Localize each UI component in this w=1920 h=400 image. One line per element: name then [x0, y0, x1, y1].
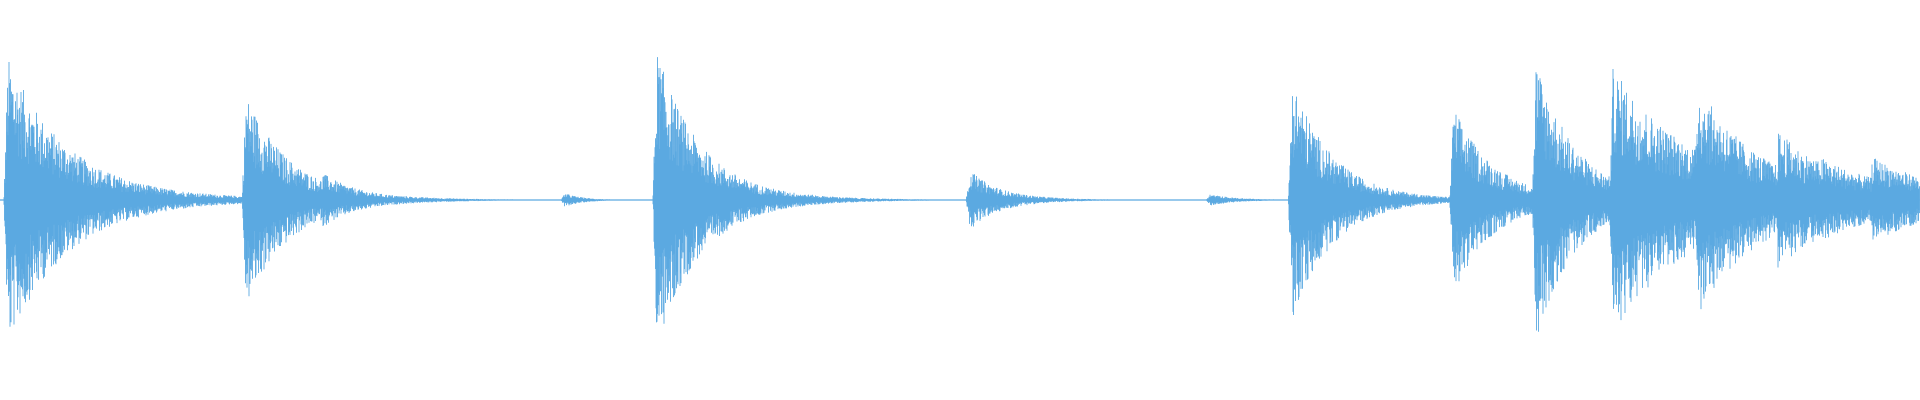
waveform-trace: [0, 57, 1920, 332]
waveform-channel: [0, 57, 1920, 332]
